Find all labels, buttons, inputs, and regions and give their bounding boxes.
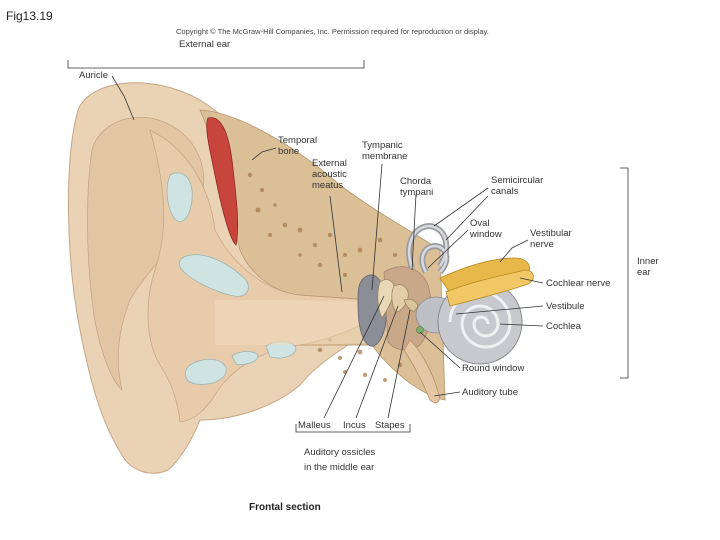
- label-vestibule: Vestibule: [546, 301, 585, 312]
- cochlea-spiral: [448, 290, 512, 349]
- ear-canal: [215, 300, 372, 345]
- temporalis-muscle: [206, 117, 239, 246]
- label-oval-window: Oval window: [470, 218, 502, 240]
- label-external-acoustic-meatus: External acoustic meatus: [312, 158, 347, 191]
- label-cochlear-nerve: Cochlear nerve: [546, 278, 611, 289]
- label-auricle: Auricle: [79, 70, 109, 81]
- auditory-tube-shape: [403, 339, 440, 404]
- label-frontal-section: Frontal section: [249, 502, 321, 513]
- label-temporal-bone: Temporal bone: [278, 135, 318, 157]
- label-auditory-ossicles: Auditory ossicles in the middle ear: [304, 447, 376, 473]
- spongy-bone-texture: [247, 172, 403, 382]
- stapes-shape: [403, 298, 419, 313]
- label-external-ear: External ear: [179, 39, 231, 50]
- label-incus: Incus: [343, 420, 366, 431]
- round-window-shape: [416, 326, 424, 334]
- copyright-notice: Copyright © The McGraw-Hill Companies, I…: [176, 27, 489, 36]
- cartilage-3: [184, 358, 227, 385]
- figure-id: Fig13.19: [6, 9, 53, 23]
- cartilage-2: [178, 254, 249, 297]
- label-vestibular-nerve: Vestibular nerve: [530, 228, 572, 250]
- malleus-shape: [377, 279, 395, 319]
- cochlear-nerve-shape: [445, 269, 534, 307]
- skin-tissue: [147, 129, 373, 423]
- label-stapes: Stapes: [375, 420, 405, 431]
- cartilage-4: [231, 351, 259, 365]
- label-cochlea: Cochlea: [546, 321, 581, 332]
- label-inner-ear: Inner ear: [637, 256, 659, 278]
- label-chorda-tympani: Chorda tympani: [400, 176, 434, 198]
- label-auditory-tube: Auditory tube: [462, 387, 518, 398]
- label-semicircular-canals: Semicircular canals: [491, 175, 544, 197]
- label-tympanic-membrane: Tympanic membrane: [362, 140, 408, 162]
- leader-lines: [67, 60, 629, 433]
- cartilage-1: [166, 172, 193, 222]
- incus-shape: [391, 284, 409, 313]
- label-malleus: Malleus: [298, 420, 331, 431]
- label-round-window: Round window: [462, 363, 525, 374]
